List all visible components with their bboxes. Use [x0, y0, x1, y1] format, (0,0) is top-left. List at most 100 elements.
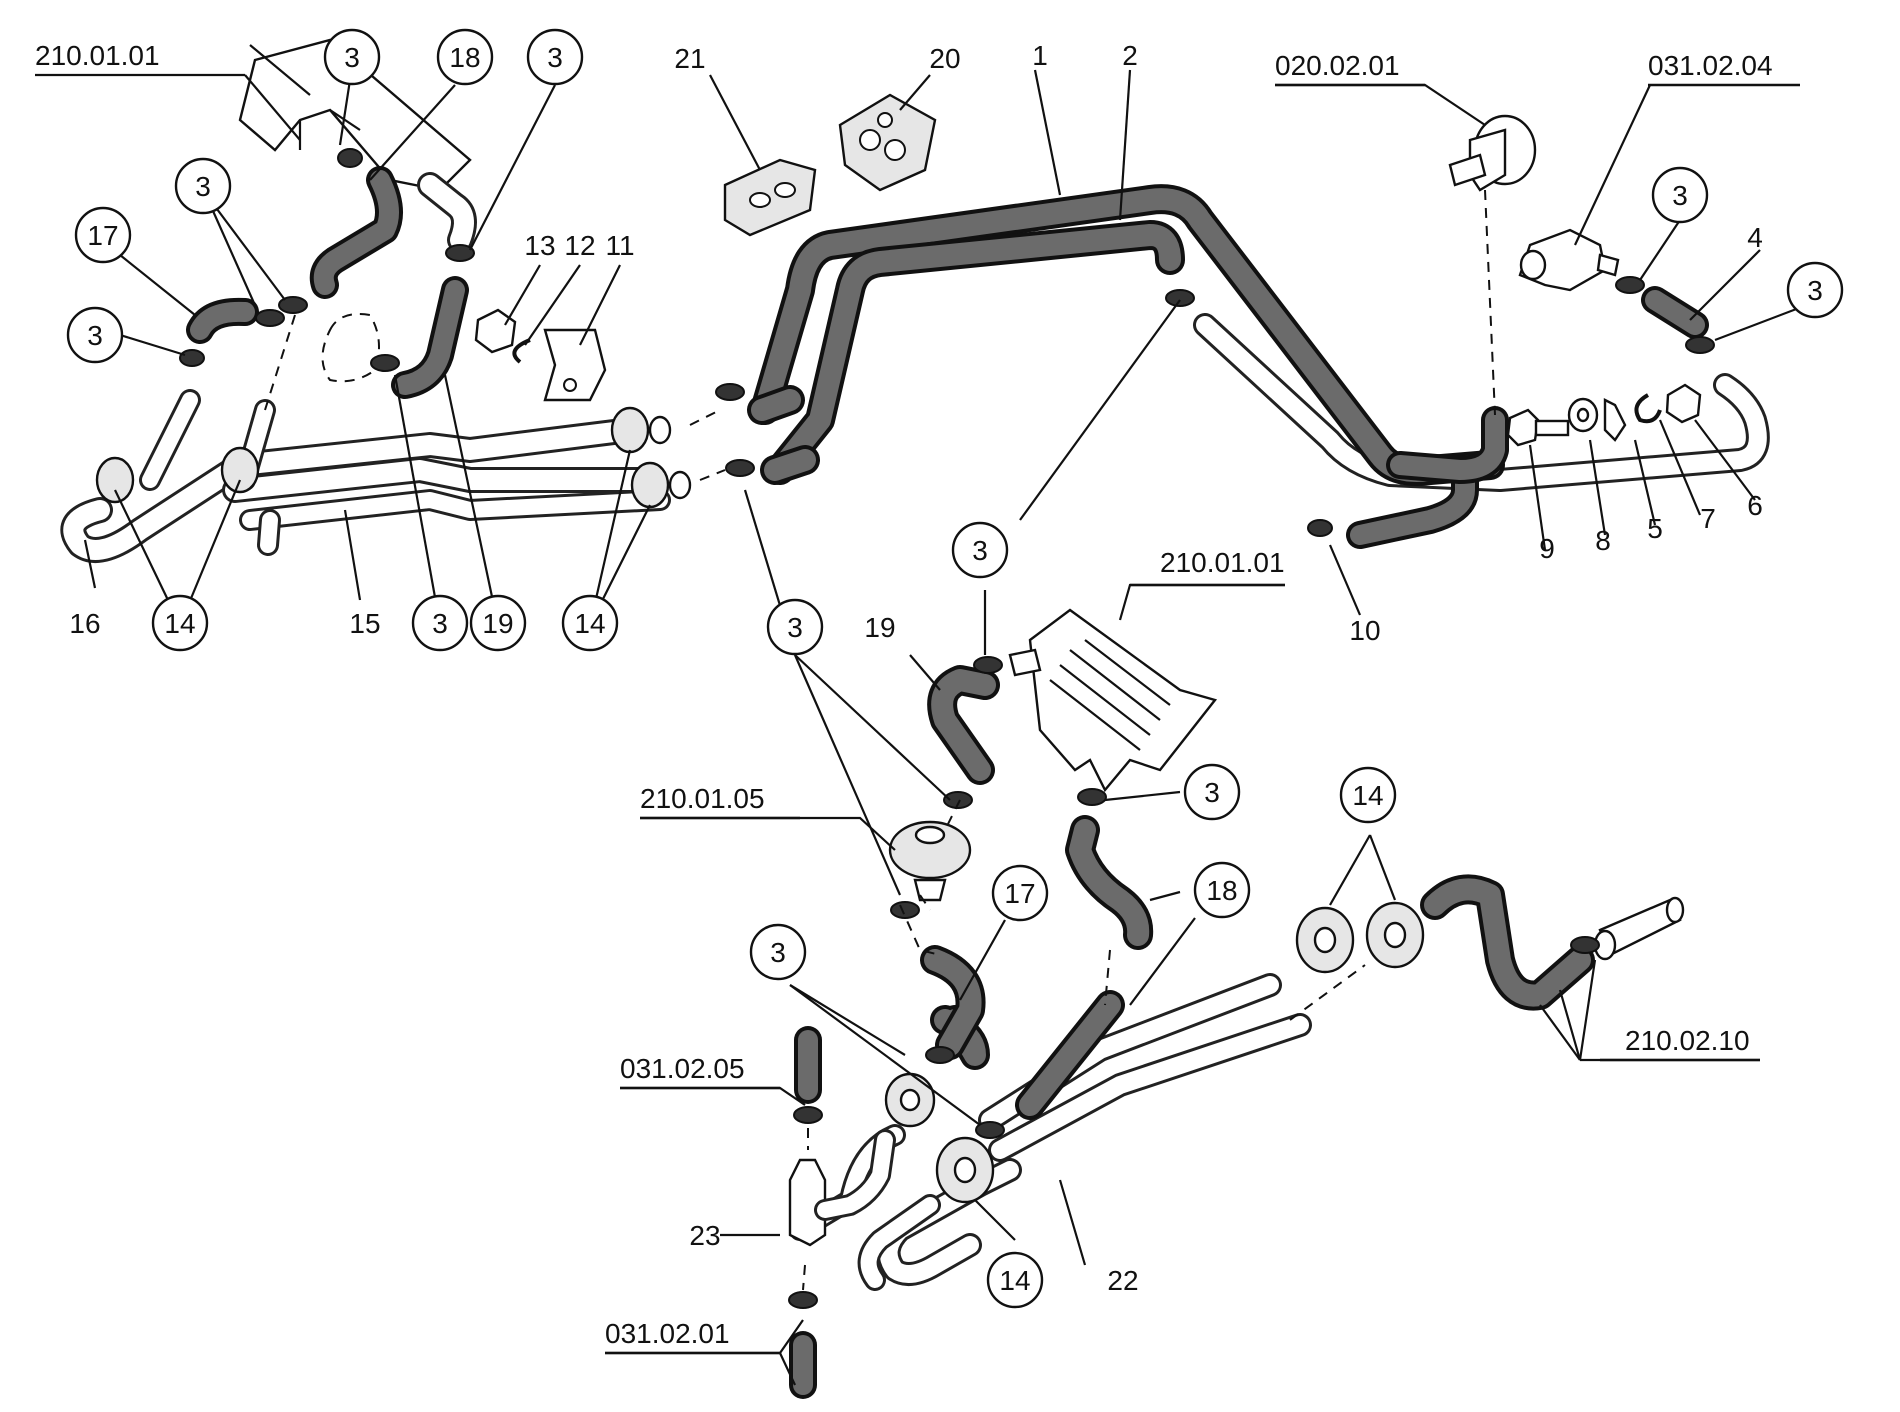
- part-15: 15: [349, 608, 380, 639]
- part-6: 6: [1747, 490, 1763, 521]
- nut-13: [474, 308, 517, 354]
- hose-2: [765, 220, 1185, 485]
- ref-031-02-05-text: 031.02.05: [620, 1053, 745, 1084]
- ref-210-01-05: 210.01.05: [640, 783, 800, 820]
- ref-210-01-01-a-text: 210.01.01: [35, 40, 160, 71]
- callout-14-a: 14: [151, 594, 209, 652]
- grommet-14-a: [95, 456, 135, 504]
- part-19-mid: 19: [864, 612, 895, 643]
- callout-3-e-text: 3: [432, 608, 448, 639]
- bracket-top-left: [238, 38, 472, 192]
- ref-210-02-10-text: 210.02.10: [1625, 1025, 1750, 1056]
- callout-19-a-text: 19: [482, 608, 513, 639]
- callout-3-j-text: 3: [1204, 777, 1220, 808]
- hose-right-bottom: [1420, 874, 1595, 1011]
- callout-3-i: 3: [766, 598, 824, 656]
- bracket-5: [1603, 398, 1627, 442]
- part-13: 13: [524, 230, 555, 261]
- callout-3-h: 3: [951, 521, 1009, 579]
- part-10: 10: [1349, 615, 1380, 646]
- hose-18-middle: [1015, 815, 1154, 1120]
- callout-3-i-text: 3: [787, 612, 803, 643]
- callout-3-b: 3: [526, 28, 584, 86]
- grommet-14-b: [220, 446, 260, 494]
- callout-3-c: 3: [174, 157, 232, 215]
- part-1: 1: [1032, 40, 1048, 71]
- washer-8: [1567, 397, 1599, 433]
- callout-17-b: 17: [991, 864, 1049, 922]
- grommet-14-c: [610, 406, 672, 454]
- grommet-14-d: [630, 461, 692, 509]
- ref-210-01-01-b-text: 210.01.01: [1160, 547, 1285, 578]
- hose-17-upper: [186, 297, 259, 344]
- pipe-15-assembly: [60, 389, 671, 563]
- grommet-14-e: [1295, 906, 1355, 974]
- clip-11: [543, 328, 607, 402]
- hose-18-upper: [309, 166, 403, 299]
- part-7: 7: [1700, 503, 1716, 534]
- hose-19-upper: [391, 276, 469, 399]
- pipe-22-assembly: [789, 973, 1312, 1291]
- callout-14-b-text: 14: [574, 608, 605, 639]
- hose-stub-upper: [747, 385, 820, 485]
- callout-18-a: 18: [436, 28, 494, 86]
- elbow-pipe-top: [417, 172, 477, 253]
- callout-17-b-text: 17: [1004, 878, 1035, 909]
- callout-3-d-text: 3: [87, 320, 103, 351]
- grommet-14-g: [935, 1136, 995, 1204]
- ref-210-01-05-text: 210.01.05: [640, 783, 765, 814]
- washer-7: [1634, 393, 1662, 424]
- ref-031-02-01: 031.02.01: [605, 1318, 780, 1355]
- part-16: 16: [69, 608, 100, 639]
- callout-14-d: 14: [986, 1251, 1044, 1309]
- ref-210-01-01-a: 210.01.01: [35, 40, 160, 71]
- ref-210-02-10: 210.02.10: [1600, 1025, 1760, 1062]
- callout-14-b: 14: [561, 594, 619, 652]
- hose-clamps: [179, 148, 1715, 1309]
- part-22: 22: [1107, 1265, 1138, 1296]
- heater-core: [1008, 608, 1218, 793]
- part-5: 5: [1647, 513, 1663, 544]
- ref-031-02-04-text: 031.02.04: [1648, 50, 1773, 81]
- part-21: 21: [674, 43, 705, 74]
- callout-3-g-text: 3: [1807, 275, 1823, 306]
- part-20: 20: [929, 43, 960, 74]
- callout-3-e: 3: [411, 594, 469, 652]
- drain-valve-23: [788, 1129, 896, 1247]
- return-pipe-right: [1193, 313, 1770, 492]
- part-4: 4: [1747, 222, 1763, 253]
- grommet-14-f: [1365, 901, 1425, 969]
- callout-3-a: 3: [323, 28, 381, 86]
- assembly-lines: [264, 189, 1496, 1291]
- callout-14-c: 14: [1339, 766, 1397, 824]
- callout-3-k-text: 3: [770, 937, 786, 968]
- callout-3-c-text: 3: [195, 171, 211, 202]
- nut-6: [1665, 383, 1702, 424]
- ref-031-02-05: 031.02.05: [620, 1053, 780, 1090]
- callout-17-a-text: 17: [87, 220, 118, 251]
- callout-18-a-text: 18: [449, 42, 480, 73]
- part-23: 23: [689, 1220, 720, 1251]
- part-numbers: 1 2 4 5 6 7 8 9 10 11 12 13 15 16 19 20 …: [69, 40, 1762, 1296]
- callout-3-b-text: 3: [547, 42, 563, 73]
- callout-3-f-text: 3: [1672, 180, 1688, 211]
- washer-12: [512, 338, 531, 364]
- callout-3-k: 3: [749, 923, 807, 981]
- part-12: 12: [564, 230, 595, 261]
- pump-flange: [321, 313, 380, 383]
- callout-14-d-text: 14: [999, 1265, 1030, 1296]
- callout-17-a: 17: [74, 206, 132, 264]
- callout-3-f: 3: [1651, 166, 1709, 224]
- ref-020-02-01: 020.02.01: [1275, 50, 1425, 87]
- filter-210-01-05: [888, 820, 972, 902]
- valve-031-02-04: [1518, 228, 1620, 292]
- ref-031-02-04: 031.02.04: [1648, 50, 1800, 87]
- part-9: 9: [1539, 533, 1555, 564]
- hose-17-middle: [920, 945, 990, 1070]
- hose-19-middle: [927, 665, 1000, 785]
- ref-031-02-01-text: 031.02.01: [605, 1318, 730, 1349]
- fitting-210-02-10: [1593, 896, 1685, 961]
- callout-18-b-text: 18: [1206, 875, 1237, 906]
- callout-19-a: 19: [469, 594, 527, 652]
